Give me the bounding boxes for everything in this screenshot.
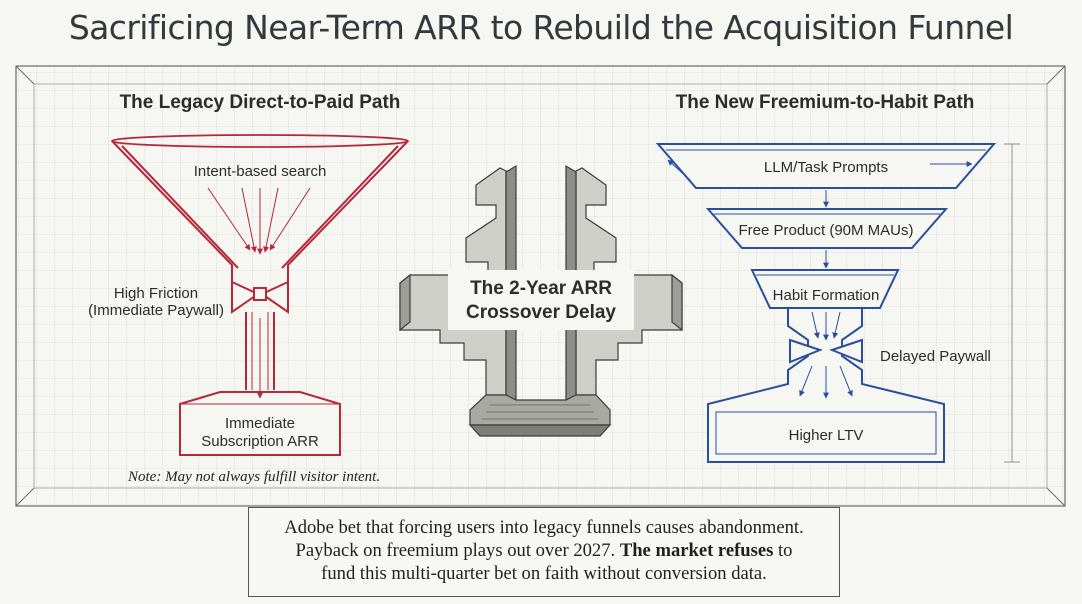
higher-ltv-label: Higher LTV <box>789 427 864 444</box>
callout-line4: fund this multi-quarter bet on faith wit… <box>321 563 767 584</box>
page-title: Sacrificing Near-Term ARR to Rebuild the… <box>68 8 1014 47</box>
crossover-label-line2: Crossover Delay <box>466 302 616 323</box>
friction-label-line2: (Immediate Paywall) <box>88 302 224 319</box>
callout-line1: Adobe bet that forcing users into legacy… <box>284 517 804 538</box>
legacy-heading: The Legacy Direct-to-Paid Path <box>120 92 401 113</box>
callout-bold: The market refuses <box>619 540 774 561</box>
legacy-flow-arrows <box>207 187 311 399</box>
callout-line3-tail: to <box>773 540 793 561</box>
callout-line2: Payback on freemium plays out over 2027. <box>295 540 616 561</box>
legacy-output-line1: Immediate <box>225 415 295 432</box>
crossover-label-line1: The 2-Year ARR <box>470 278 612 299</box>
friction-label-line1: High Friction <box>114 285 198 302</box>
summary-callout: Adobe bet that forcing users into legacy… <box>248 507 840 597</box>
freemium-funnel <box>655 143 997 463</box>
legacy-output-line2: Subscription ARR <box>201 433 319 450</box>
freemium-flow-arrows <box>667 159 973 399</box>
legacy-note: Note: May not always fulfill visitor int… <box>128 469 381 485</box>
stage-habit-formation: Habit Formation <box>773 287 880 304</box>
legacy-funnel <box>111 134 409 456</box>
dimension-line <box>1004 143 1020 463</box>
crossover-chasm <box>399 164 683 437</box>
callout-line2-wrap: Payback on freemium plays out over 2027.… <box>249 539 839 562</box>
legacy-input-label: Intent-based search <box>194 163 327 180</box>
stage-free-product: Free Product (90M MAUs) <box>738 222 913 239</box>
stage-llm-prompts: LLM/Task Prompts <box>764 159 888 176</box>
delayed-paywall-label: Delayed Paywall <box>880 348 991 365</box>
freemium-heading: The New Freemium-to-Habit Path <box>676 92 975 113</box>
